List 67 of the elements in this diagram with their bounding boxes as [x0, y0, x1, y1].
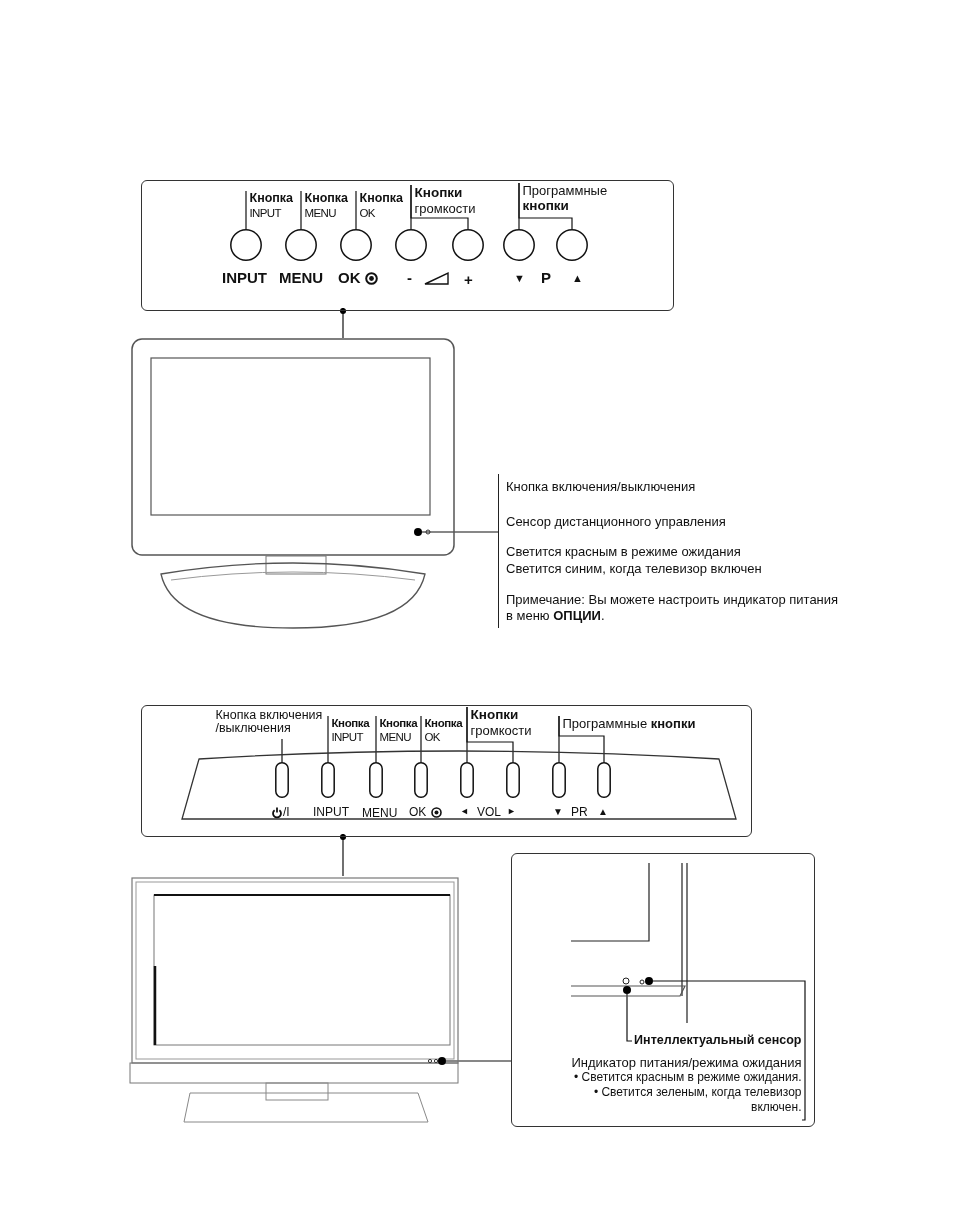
callout-text: Примечание: Вы можете настроить индикатор питания в меню ОПЦИИ. — [506, 592, 840, 625]
button-caption: /I — [283, 805, 290, 819]
leader-line — [421, 531, 499, 533]
leader-line — [652, 980, 806, 1121]
callout-text: MENU — [304, 205, 337, 220]
button-caption: INPUT — [313, 805, 349, 819]
button-caption: ▼ — [514, 272, 525, 284]
leader-line — [626, 993, 633, 1042]
callout-text: Индикатор питания/режима ожидания — [571, 1054, 802, 1071]
button-caption: ◄ — [460, 806, 469, 816]
callout-text: Кнопка включения /выключения — [211, 708, 324, 739]
button-caption: VOL — [477, 805, 501, 819]
button-caption: MENU — [362, 806, 398, 820]
connector-line — [339, 833, 347, 877]
button-caption: ▲ — [572, 272, 583, 284]
control-panel-box — [141, 180, 674, 311]
leader-line — [518, 182, 573, 230]
connector-line — [339, 307, 347, 339]
detail-inset-box — [511, 853, 815, 1127]
button-caption: OK — [409, 805, 427, 819]
leader-line — [245, 190, 247, 230]
callout-text: Кнопка — [424, 715, 464, 730]
leader-line — [327, 715, 329, 763]
callout-text: Кнопка — [379, 715, 419, 730]
callout-text: Кнопка — [359, 190, 405, 206]
callout-text: OK — [359, 205, 376, 220]
button-caption: OK — [338, 269, 361, 286]
button-caption: + — [464, 271, 473, 288]
callout-text: Программные кнопки — [558, 715, 739, 734]
callout-text: Кнопка — [331, 715, 371, 730]
button-caption: ▼ — [553, 806, 563, 817]
callout-text: INPUT — [249, 205, 283, 220]
callout-text: Светится красным в режиме ожидания — [506, 543, 742, 560]
button-caption: INPUT — [222, 269, 267, 286]
button-caption: PR — [571, 805, 588, 819]
leader-line — [355, 190, 357, 230]
callout-text: Кнопки — [470, 706, 520, 723]
leader-line — [410, 184, 469, 230]
leader-line — [300, 190, 302, 230]
button-caption: MENU — [279, 269, 324, 286]
button-caption: ▲ — [598, 806, 608, 817]
callout-text: кнопки — [522, 198, 570, 215]
callout-text: INPUT — [331, 729, 365, 744]
callout-text: Кнопки — [414, 184, 464, 201]
callout-text: • Светится зеленым, когда телевизор включен. — [592, 1085, 802, 1115]
button-caption: P — [541, 269, 551, 286]
leader-line — [558, 715, 605, 763]
callout-text: MENU — [379, 729, 412, 744]
leader-line — [445, 1060, 512, 1062]
leader-line — [420, 715, 422, 763]
leader-line — [281, 738, 283, 763]
control-panel-box — [141, 705, 752, 837]
callout-text: Кнопка включения/выключения — [506, 479, 697, 495]
callout-text: OK — [424, 729, 441, 744]
leader-line — [375, 715, 377, 763]
callout-text: громкости — [414, 200, 477, 217]
callout-text: Кнопка — [304, 190, 350, 206]
callout-text: • Светится красным в режиме ожидания. — [573, 1070, 802, 1085]
callout-text: Кнопка — [249, 190, 295, 206]
callout-text: Светится синим, когда телевизор включен — [506, 560, 763, 577]
button-caption: ► — [507, 806, 516, 816]
leader-line — [466, 706, 514, 763]
callout-text: Программные — [522, 182, 609, 199]
callout-text: Сенсор дистанционного управления — [506, 513, 727, 530]
button-caption: - — [407, 269, 412, 286]
callout-text: Интеллектуальный сенсор — [631, 1032, 802, 1050]
callout-text: громкости — [470, 722, 533, 739]
